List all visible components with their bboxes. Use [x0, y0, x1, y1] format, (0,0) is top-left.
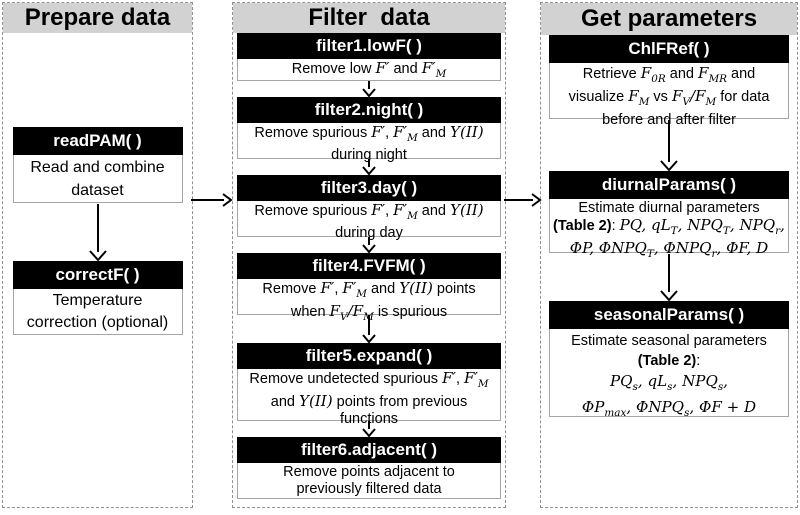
- column-header: Prepare data: [3, 3, 192, 33]
- arrow-down-icon: [88, 204, 107, 261]
- function-description: Remove low F′ and F′M: [237, 59, 501, 81]
- function-box-filter2-night: filter2.night( ) Remove spurious F′, F′M…: [237, 97, 501, 163]
- arrow-right-icon: [191, 193, 233, 207]
- function-title: filter2.night( ): [237, 97, 501, 123]
- function-title: filter6.adjacent( ): [237, 437, 501, 463]
- function-title: filter4.FVFM( ): [237, 253, 501, 279]
- arrow-down-icon: [660, 120, 678, 171]
- function-box-seasonalparams: seasonalParams( ) Estimate seasonal para…: [549, 301, 789, 419]
- function-title: filter1.lowF( ): [237, 33, 501, 59]
- column-filter-data: Filter data filter1.lowF( ) Remove low F…: [232, 2, 506, 508]
- arrow-down-icon: [362, 159, 376, 175]
- function-box-filter1-lowf: filter1.lowF( ) Remove low F′ and F′M: [237, 33, 501, 81]
- function-description: Remove spurious F′, F′M and Y(II)during …: [237, 123, 501, 163]
- column-header: Filter data: [233, 3, 505, 33]
- function-title: correctF( ): [12, 261, 183, 289]
- arrow-down-icon: [362, 237, 376, 253]
- function-title: filter5.expand( ): [237, 343, 501, 369]
- function-box-filter5-expand: filter5.expand( ) Remove undetected spur…: [237, 343, 501, 427]
- function-box-filter6-adjacent: filter6.adjacent( ) Remove points adjace…: [237, 437, 501, 499]
- function-title: filter3.day( ): [237, 175, 501, 201]
- function-title: ChlFRef( ): [549, 35, 789, 63]
- function-box-filter3-day: filter3.day( ) Remove spurious F′, F′M a…: [237, 175, 501, 241]
- function-box-filter4-fvfm: filter4.FVFM( ) Remove F′, F′M and Y(II)…: [237, 253, 501, 323]
- arrow-down-icon: [362, 315, 376, 343]
- function-description: Estimate seasonal parameters(Table 2):PQ…: [549, 329, 789, 419]
- arrow-down-icon: [362, 81, 376, 97]
- function-title: diurnalParams( ): [549, 171, 789, 199]
- arrow-down-icon: [660, 254, 678, 301]
- column-header: Get parameters: [541, 3, 797, 35]
- column-prepare-data: Prepare data readPAM( ) Read and combine…: [2, 2, 193, 508]
- arrow-down-icon: [362, 421, 376, 437]
- function-title: seasonalParams( ): [549, 301, 789, 329]
- function-title: readPAM( ): [12, 127, 183, 155]
- column-get-parameters: Get parameters ChlFRef( ) Retrieve F0R a…: [540, 2, 798, 508]
- function-description: Estimate diurnal parameters(Table 2): PQ…: [549, 199, 789, 260]
- function-box-diurnalparams: diurnalParams( ) Estimate diurnal parame…: [549, 171, 789, 260]
- arrow-right-icon: [504, 193, 542, 207]
- function-description: Remove spurious F′, F′M and Y(II)during …: [237, 201, 501, 241]
